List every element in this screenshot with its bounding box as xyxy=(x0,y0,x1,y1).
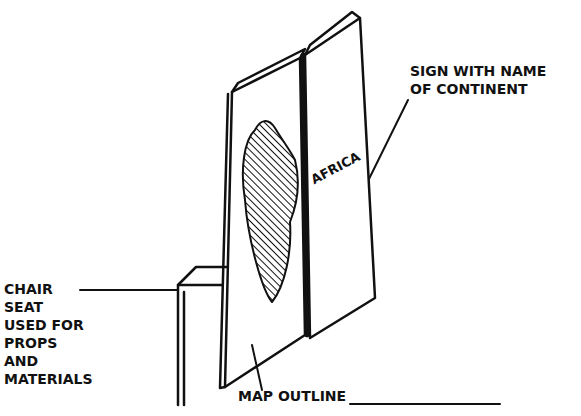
africa-map xyxy=(243,121,298,302)
leader-line xyxy=(366,100,408,185)
map-panel xyxy=(225,58,305,387)
sign-panel: AFRICA xyxy=(298,5,383,345)
chair-leg xyxy=(183,292,186,405)
callout-label: SIGN WITH NAME OF CONTINENT xyxy=(410,62,550,98)
sign-face xyxy=(305,18,375,338)
callout-label: MAP OUTLINE xyxy=(238,387,358,405)
leader-line xyxy=(80,289,178,291)
leader-line xyxy=(252,345,262,390)
map-panel-top xyxy=(232,49,305,92)
underline xyxy=(350,403,500,405)
map-panel-side xyxy=(220,94,228,388)
sign-top xyxy=(305,12,360,55)
callout-label: CHAIR SEAT USED FOR PROPS AND MATERIALS xyxy=(4,280,88,388)
chair-edge xyxy=(178,284,222,287)
